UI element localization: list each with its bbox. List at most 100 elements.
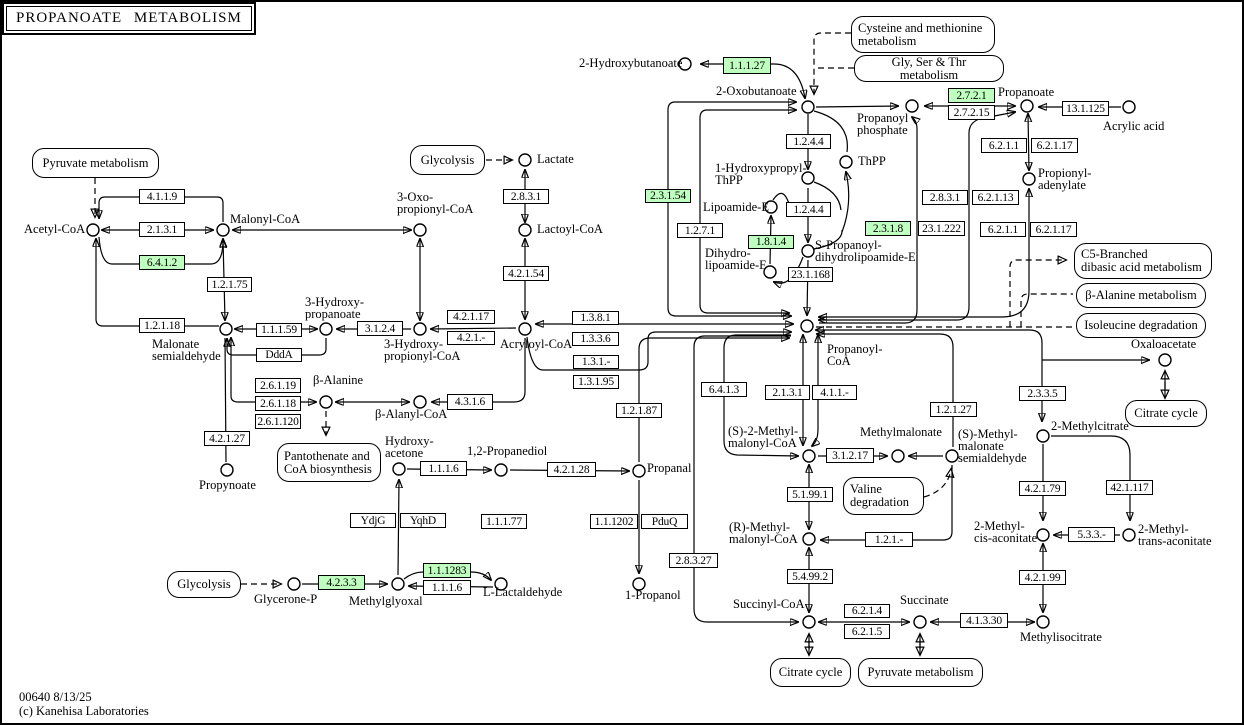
enzyme-box-6-2-1-17-5[interactable]: 6.2.1.17 (1031, 138, 1078, 153)
compound-circle-3-hydroxy-propionyl-coa[interactable] (413, 322, 427, 336)
compound-circle-hydroxyacetone[interactable] (392, 462, 406, 476)
enzyme-box-6-2-1-5-50[interactable]: 6.2.1.5 (844, 624, 890, 639)
pathway-link-citrate-cycle-11[interactable]: Citrate cycle (770, 658, 851, 687)
enzyme-box-1-3-1-32[interactable]: 1.3.1.- (573, 355, 619, 369)
enzyme-box-5-3-3-46[interactable]: 5.3.3.- (1068, 527, 1115, 542)
pathway-link-valine-9[interactable]: Valine degradation (843, 477, 924, 515)
pathway-link-pyruvate-metabolism-0[interactable]: Pyruvate metabolism (32, 148, 159, 178)
enzyme-box-6-2-1-17-11[interactable]: 6.2.1.17 (1030, 222, 1077, 237)
compound-circle-oxaloacetate[interactable] (1158, 353, 1172, 367)
compound-circle-lipoamide-e[interactable] (764, 200, 778, 214)
enzyme-box-2-8-3-1-6[interactable]: 2.8.3.1 (922, 190, 968, 205)
compound-circle-methylmalonate[interactable] (891, 449, 905, 463)
enzyme-box-2-7-2-1-1[interactable]: 2.7.2.1 (948, 88, 995, 103)
enzyme-box-5-1-99-1-40[interactable]: 5.1.99.1 (787, 487, 833, 502)
enzyme-box-1-1-1283-64[interactable]: 1.1.1283 (423, 563, 471, 578)
compound-circle-malonate-semialdehyde[interactable] (219, 322, 233, 336)
pathway-link-isoleucine-degradation-6[interactable]: Isoleucine degradation (1076, 313, 1206, 338)
enzyme-box-2-1-3-1-19[interactable]: 2.1.3.1 (139, 222, 185, 237)
compound-circle-methylisocitrate[interactable] (1036, 615, 1050, 629)
compound-circle-acryloyl-coa[interactable] (518, 322, 532, 336)
enzyme-box-23-1-168-17[interactable]: 23.1.168 (788, 267, 833, 282)
compound-circle-lactate[interactable] (518, 153, 532, 167)
compound-circle-2-methyl-trans-aconitate[interactable] (1122, 528, 1136, 542)
enzyme-box-2-8-3-27-51[interactable]: 2.8.3.27 (669, 553, 718, 568)
enzyme-box-4-2-3-3-63[interactable]: 4.2.3.3 (318, 575, 365, 590)
enzyme-box-1-1-1-59-23[interactable]: 1.1.1.59 (256, 323, 302, 337)
compound-circle-propanal[interactable] (632, 464, 646, 478)
compound-circle-propanoyl-coa[interactable] (800, 319, 814, 333)
enzyme-box-2-6-1-18-53[interactable]: 2.6.1.18 (255, 396, 301, 411)
enzyme-box-2-3-1-54-14[interactable]: 2.3.1.54 (645, 189, 691, 203)
compound-circle-l-lactaldehyde[interactable] (494, 577, 508, 591)
enzyme-box-2-1-3-1-36[interactable]: 2.1.3.1 (765, 385, 810, 400)
compound-circle-beta-alanyl-coa[interactable] (413, 395, 427, 409)
compound-circle-s-2-methyl-malonyl-coa[interactable] (802, 449, 816, 463)
compound-circle-1-2-propanediol[interactable] (494, 463, 508, 477)
pathway-link-gly-ser-thr-metabolism-3[interactable]: Gly, Ser & Thr metabolism (854, 55, 1004, 82)
compound-circle-r-methyl-malonyl-coa[interactable] (802, 532, 816, 546)
enzyme-box-42-1-117-45[interactable]: 42.1.117 (1106, 480, 1153, 495)
enzyme-box-1-3-1-95-33[interactable]: 1.3.1.95 (573, 375, 619, 389)
compound-circle-s-methylmalonate-semialdehyde[interactable] (945, 449, 959, 463)
enzyme-box-2-6-1-19-52[interactable]: 2.6.1.19 (255, 378, 301, 393)
compound-circle-methylglyoxal[interactable] (391, 577, 405, 591)
enzyme-box-4-1-3-30-48[interactable]: 4.1.3.30 (960, 613, 1008, 628)
compound-circle-succinate[interactable] (913, 615, 927, 629)
compound-circle-malonyl-coa[interactable] (216, 223, 230, 237)
compound-circle-2-hydroxybutanoate[interactable] (678, 57, 692, 71)
compound-circle-propionyl-adenylate[interactable] (1022, 172, 1036, 186)
enzyme-box-1-1-1-6-65[interactable]: 1.1.1.6 (423, 580, 471, 595)
pathway-link-glycolysis-10[interactable]: Glycolysis (167, 571, 241, 598)
enzyme-box-1-2-1-18-22[interactable]: 1.2.1.18 (139, 318, 185, 333)
compound-circle-1-hydroxypropyl-thpp[interactable] (801, 171, 815, 185)
pathway-link-pantothenate-and-8[interactable]: Pantothenate and CoA biosynthesis (277, 443, 381, 482)
compound-circle-dihydrolipoamide-e[interactable] (763, 265, 777, 279)
enzyme-box-6-4-1-3-35[interactable]: 6.4.1.3 (701, 382, 747, 397)
compound-circle-succinyl-coa[interactable] (802, 615, 816, 629)
enzyme-box-1-1-1-27-0[interactable]: 1.1.1.27 (723, 57, 771, 74)
pathway-link-alanine-metabolism-5[interactable]: β-Alanine metabolism (1076, 283, 1206, 308)
enzyme-box-6-2-1-13-7[interactable]: 6.2.1.13 (972, 190, 1019, 205)
enzyme-box-1-2-1-27-38[interactable]: 1.2.1.27 (930, 402, 977, 417)
enzyme-box-4-2-1-27[interactable]: 4.2.1.- (447, 331, 495, 345)
enzyme-box-5-4-99-2-42[interactable]: 5.4.99.2 (787, 569, 833, 584)
enzyme-box-1-2-1-87-34[interactable]: 1.2.1.87 (616, 403, 662, 418)
enzyme-box-ddda-24[interactable]: DddA (256, 348, 302, 362)
compound-circle-beta-alanine[interactable] (319, 395, 333, 409)
compound-circle-acetyl-coa[interactable] (86, 223, 100, 237)
enzyme-box-4-2-1-79-44[interactable]: 4.2.1.79 (1019, 481, 1066, 496)
enzyme-box-1-3-3-6-31[interactable]: 1.3.3.6 (572, 332, 619, 346)
pathway-link-citrate-cycle-7[interactable]: Citrate cycle (1125, 400, 1207, 427)
enzyme-box-3-1-2-4-25[interactable]: 3.1.2.4 (357, 321, 403, 336)
enzyme-box-4-2-1-17-26[interactable]: 4.2.1.17 (447, 310, 495, 324)
enzyme-box-6-2-1-1-4[interactable]: 6.2.1.1 (981, 138, 1027, 153)
enzyme-box-13-1-125-3[interactable]: 13.1.125 (1062, 101, 1109, 116)
enzyme-box-1-8-1-4-16[interactable]: 1.8.1.4 (748, 235, 794, 249)
compound-circle-2-methyl-cis-aconitate[interactable] (1036, 528, 1050, 542)
enzyme-box-2-8-3-1-28[interactable]: 2.8.3.1 (503, 189, 549, 204)
compound-circle-2-oxobutanoate[interactable] (801, 100, 815, 114)
enzyme-box-2-6-1-120-54[interactable]: 2.6.1.120 (255, 414, 301, 429)
enzyme-box-6-2-1-4-49[interactable]: 6.2.1.4 (844, 604, 890, 618)
enzyme-box-3-1-2-17-39[interactable]: 3.1.2.17 (826, 448, 874, 463)
enzyme-box-4-2-1-54-29[interactable]: 4.2.1.54 (503, 266, 549, 281)
enzyme-box-2-3-3-5-43[interactable]: 2.3.3.5 (1019, 386, 1066, 401)
compound-circle-2-methylcitrate[interactable] (1036, 429, 1050, 443)
pathway-link-glycolysis-1[interactable]: Glycolysis (410, 145, 485, 175)
compound-circle-lactoyl-coa[interactable] (518, 223, 532, 237)
pathway-link-c5-branched-4[interactable]: C5-Branched dibasic acid metabolism (1074, 243, 1212, 279)
compound-circle-thpp[interactable] (839, 155, 853, 169)
enzyme-box-4-2-1-28-66[interactable]: 4.2.1.28 (547, 462, 596, 477)
enzyme-box-1-1-1202-61[interactable]: 1.1.1202 (590, 514, 638, 529)
compound-circle-acrylic-acid[interactable] (1122, 100, 1136, 114)
enzyme-box-yqhd-59[interactable]: YqhD (400, 513, 446, 528)
enzyme-box-1-2-1-75-21[interactable]: 1.2.1.75 (207, 277, 252, 292)
compound-circle-propanoate[interactable] (1020, 99, 1034, 113)
enzyme-box-1-2-7-1-15[interactable]: 1.2.7.1 (677, 223, 723, 238)
enzyme-box-1-1-1-77-60[interactable]: 1.1.1.77 (481, 514, 527, 529)
pathway-link-pyruvate-metabolism-12[interactable]: Pyruvate metabolism (858, 658, 983, 687)
enzyme-box-4-1-1-37[interactable]: 4.1.1.- (812, 385, 857, 400)
pathway-link-cysteine-and-methionine-2[interactable]: Cysteine and methionine metabolism (851, 16, 995, 53)
compound-circle-3-oxo-propionyl-coa[interactable] (413, 223, 427, 237)
